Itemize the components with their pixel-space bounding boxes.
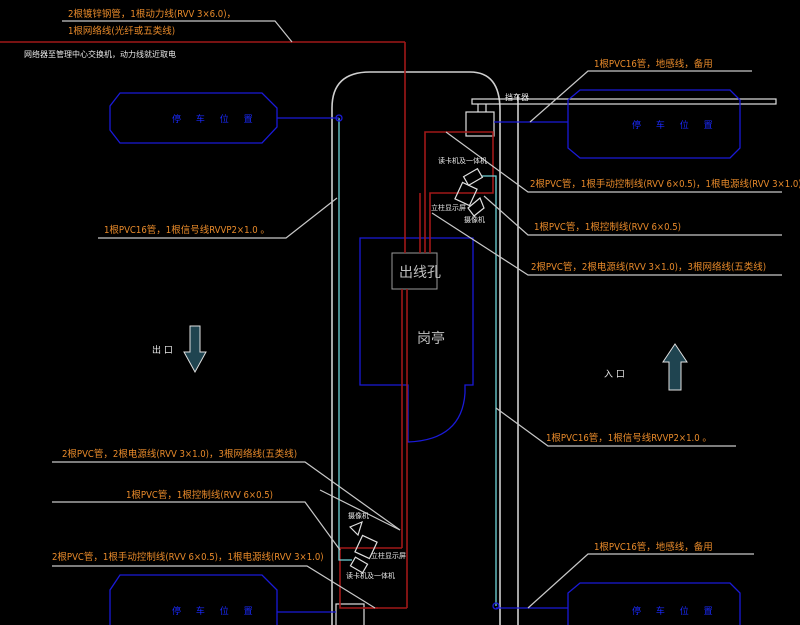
device-label: 读卡机及一体机 (438, 156, 487, 165)
leader-line (529, 70, 752, 123)
cable-label-left-a: 2根PVC管，2根电源线(RVV 3×1.0)，3根网络线(五类线) (62, 448, 297, 460)
loop-sensor-icon (492, 602, 500, 610)
parking-loop-label: 停 车 位 置 (172, 113, 259, 125)
leader-line (98, 197, 338, 239)
exit-label: 出 口 (152, 344, 173, 356)
parking-loop-top-left (109, 92, 278, 144)
entry-device-cluster (454, 167, 485, 217)
parking-loop-label: 停 车 位 置 (632, 605, 719, 617)
parking-loop-top-right (567, 89, 741, 159)
signal-line-right (482, 175, 497, 606)
cable-label-left-c: 2根PVC管，1根手动控制线(RVV 6×0.5)，1根电源线(RVV 3×1.… (52, 551, 324, 563)
cable-label-left-b: 1根PVC管，1根控制线(RVV 6×0.5) (126, 489, 273, 501)
leader-line (52, 501, 341, 551)
outlet-label: 出线孔 (399, 265, 441, 281)
device-label: 摄像机 (464, 215, 485, 224)
entry-label: 入 口 (604, 369, 625, 380)
power-line-right (424, 131, 494, 253)
exit-arrow-icon (183, 325, 207, 374)
cable-label-right-b: 1根PVC管，1根控制线(RVV 6×0.5) (534, 221, 681, 233)
exit-device-cluster (348, 520, 378, 574)
leader-line (445, 131, 782, 193)
barrier-arm (471, 98, 777, 105)
device-label: 立柱显示屏 (431, 203, 466, 212)
parking-loop-label: 停 车 位 置 (172, 605, 259, 617)
signal-line-left-end (338, 540, 352, 561)
cable-label-left-upper: 1根PVC16管，1根信号线RVVP2×1.0 。 (104, 224, 270, 236)
leader-line (62, 20, 293, 43)
title-note: 网络器至管理中心交换机，动力线就近取电 (24, 49, 176, 59)
entry-arrow-icon (662, 343, 688, 391)
parking-loop-bottom-left (109, 574, 278, 625)
leader-line (52, 461, 401, 531)
top-cable-label-1: 2根镀锌钢管，1根动力线(RVV 3×6.0)， (68, 8, 236, 20)
loop-sensor-icon (335, 114, 343, 122)
leader-line (431, 212, 782, 276)
leader-line (319, 489, 401, 531)
barrier-label: 挡车器 (505, 92, 529, 102)
cable-label-bottom-right: 1根PVC16管，地感线，备用 (594, 541, 713, 553)
leader-line (527, 553, 754, 609)
cable-label-right-a: 2根PVC管，1根手动控制线(RVV 6×0.5)，1根电源线(RVV 3×1.… (530, 178, 800, 190)
device-label: 摄像机 (348, 511, 369, 520)
barrier-gate-bottom (335, 603, 365, 625)
parking-loop-bottom-right (567, 582, 741, 625)
road-outline-left (331, 71, 501, 625)
booth-outline (359, 237, 474, 443)
booth-label: 岗亭 (417, 330, 445, 347)
cable-label-right-mid: 1根PVC16管，1根信号线RVVP2×1.0 。 (546, 432, 712, 444)
leader-line (483, 195, 782, 236)
device-label: 读卡机及一体机 (346, 571, 395, 580)
outlet-box (391, 252, 438, 290)
top-cable-label-2: 1根网络线(光纤或五类线) (68, 25, 175, 37)
barrier-gate-top (465, 111, 495, 137)
device-label: 立柱显示屏 (371, 551, 406, 560)
cable-label-right-c: 2根PVC管，2根电源线(RVV 3×1.0)，3根网络线(五类线) (531, 261, 766, 273)
cable-label-top-right: 1根PVC16管，地感线，备用 (594, 58, 713, 70)
leader-line (495, 407, 736, 447)
parking-loop-label: 停 车 位 置 (632, 119, 719, 131)
leader-line (52, 565, 376, 609)
